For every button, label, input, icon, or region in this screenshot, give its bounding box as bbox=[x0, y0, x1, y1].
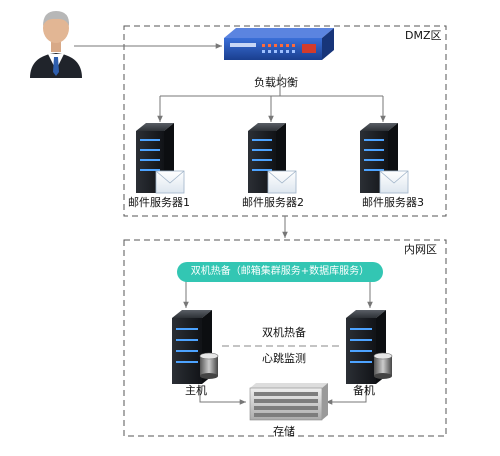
mail-server-3-label: 邮件服务器3 bbox=[362, 196, 424, 209]
heartbeat-label-line2: 心跳监测 bbox=[262, 352, 306, 365]
mail-server-1-icon bbox=[136, 123, 185, 194]
user-icon bbox=[30, 11, 82, 78]
backup-to-storage-line bbox=[326, 385, 367, 405]
load-balancer-icon bbox=[224, 28, 334, 60]
primary-to-storage-line bbox=[199, 385, 246, 405]
hot-standby-banner bbox=[177, 262, 383, 282]
storage-array-icon bbox=[249, 383, 328, 421]
mail-server-3-icon bbox=[360, 123, 409, 194]
storage-label: 存储 bbox=[273, 425, 295, 438]
dmz-zone-label: DMZ区 bbox=[405, 29, 442, 42]
primary-server-icon bbox=[172, 310, 219, 384]
mail-server-2-icon bbox=[248, 123, 297, 194]
hot-standby-banner-label: 双机热备（邮箱集群服务+数据库服务） bbox=[190, 266, 370, 277]
backup-database-icon bbox=[373, 352, 393, 379]
mail-server-2-label: 邮件服务器2 bbox=[242, 196, 304, 209]
primary-label: 主机 bbox=[185, 384, 207, 397]
heartbeat-label-line1: 双机热备 bbox=[262, 326, 306, 339]
backup-server-icon bbox=[346, 310, 393, 384]
mail-server-1-label: 邮件服务器1 bbox=[128, 196, 190, 209]
backup-label: 备机 bbox=[353, 384, 375, 397]
intranet-zone-label: 内网区 bbox=[404, 243, 437, 256]
load-balancer-label: 负载均衡 bbox=[254, 76, 298, 89]
primary-database-icon bbox=[199, 352, 219, 379]
intranet-zone bbox=[123, 239, 447, 437]
